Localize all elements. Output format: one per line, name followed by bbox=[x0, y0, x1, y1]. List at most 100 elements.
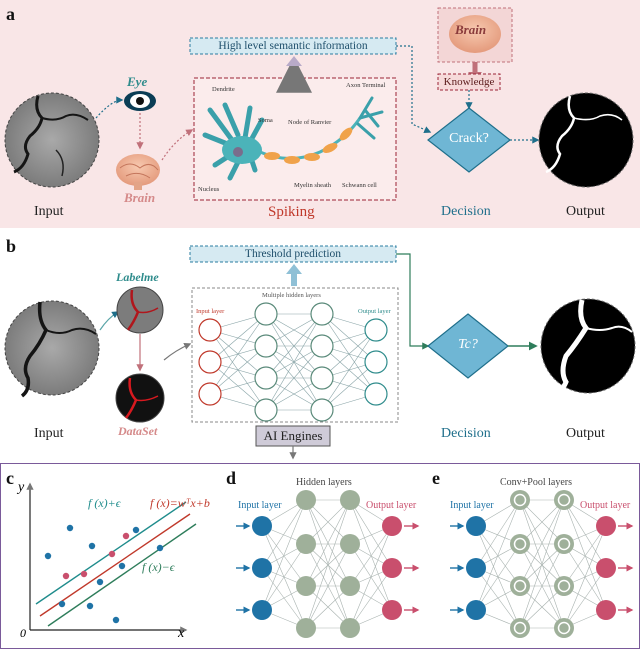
knowledge-text: Knowledge bbox=[443, 76, 495, 88]
scatter-point bbox=[132, 526, 140, 534]
nn-node bbox=[554, 490, 574, 510]
scatter-point bbox=[58, 600, 66, 608]
caption-input-b: Input bbox=[34, 426, 64, 441]
neural-network-e bbox=[450, 490, 634, 638]
neuron-box bbox=[193, 77, 397, 201]
scatter-point bbox=[66, 524, 74, 532]
nn-node bbox=[340, 576, 360, 596]
d-input-layer-label: Input layer bbox=[238, 500, 282, 511]
eye-icon bbox=[124, 91, 156, 111]
nn-node bbox=[364, 382, 388, 406]
panel-a-letter: a bbox=[6, 4, 15, 24]
nn-node bbox=[554, 534, 574, 554]
decision-text-a: Crack? bbox=[449, 131, 489, 146]
nn-output-layer-label: Output layer bbox=[358, 308, 391, 315]
brain-icon bbox=[116, 154, 160, 190]
nn-node bbox=[364, 318, 388, 342]
neural-network-d bbox=[236, 490, 420, 638]
nn-node bbox=[596, 558, 616, 578]
labelme-image bbox=[116, 286, 164, 334]
neuron-schwann-label: Schwann cell bbox=[342, 182, 377, 189]
panel-b-letter: b bbox=[6, 236, 17, 256]
regression-plot bbox=[26, 482, 197, 634]
d-hidden-layers-label: Hidden layers bbox=[296, 477, 352, 488]
scatter-point bbox=[118, 562, 126, 570]
caption-input-a: Input bbox=[34, 204, 64, 219]
nn-node bbox=[252, 516, 272, 536]
nn-node bbox=[310, 366, 334, 390]
knowledge-box bbox=[437, 73, 501, 91]
eye-label: Eye bbox=[127, 74, 148, 89]
nn-node bbox=[340, 618, 360, 638]
panel-c-letter: c bbox=[6, 468, 14, 488]
decision-diamond-a bbox=[427, 107, 511, 173]
nn-node bbox=[466, 558, 486, 578]
nn-node bbox=[596, 600, 616, 620]
semantic-info-box bbox=[189, 37, 397, 55]
brain-top-label: Brain bbox=[455, 22, 487, 37]
d-output-layer-label: Output layer bbox=[366, 500, 417, 511]
nn-box bbox=[191, 287, 399, 423]
brain-label: Brain bbox=[124, 190, 156, 205]
nn-node bbox=[364, 350, 388, 374]
scatter-point bbox=[86, 602, 94, 610]
nn-node bbox=[198, 350, 222, 374]
nn-node bbox=[340, 490, 360, 510]
c-x-axis-label: x bbox=[178, 626, 185, 641]
brain-top-icon bbox=[449, 15, 501, 53]
caption-output-b: Output bbox=[566, 426, 605, 441]
scatter-point bbox=[88, 542, 96, 550]
panel-d-letter: d bbox=[226, 468, 237, 488]
nn-node bbox=[254, 398, 278, 422]
nn-node bbox=[252, 600, 272, 620]
neuron-nucleus-label: Nucleus bbox=[198, 186, 220, 193]
nn-node bbox=[466, 600, 486, 620]
nn-node bbox=[296, 534, 316, 554]
semantic-info-text: High level semantic information bbox=[218, 40, 368, 52]
nn-node bbox=[296, 618, 316, 638]
neuron-axon-terminal-label: Axon Terminal bbox=[346, 82, 386, 89]
ai-engines-text: AI Engines bbox=[263, 428, 323, 443]
c-upper-line-label: f (x)+ϵ bbox=[88, 496, 121, 510]
output-crack-image-a bbox=[538, 92, 634, 188]
nn-node bbox=[198, 318, 222, 342]
nn-node bbox=[296, 490, 316, 510]
scatter-point bbox=[156, 544, 164, 552]
labelme-label: Labelme bbox=[116, 270, 159, 284]
c-lower-line-label: f (x)−ϵ bbox=[142, 560, 175, 574]
nn-node bbox=[510, 534, 530, 554]
e-output-layer-label: Output layer bbox=[580, 500, 631, 511]
e-conv-layers-label: Conv+Pool layers bbox=[500, 477, 573, 488]
caption-decision-a: Decision bbox=[441, 204, 491, 219]
nn-node bbox=[510, 576, 530, 596]
scatter-point bbox=[44, 552, 52, 560]
neuron-node-label: Node of Ranvier bbox=[288, 119, 332, 126]
panel-cde-frame bbox=[0, 463, 640, 649]
nn-node bbox=[310, 302, 334, 326]
dataset-image bbox=[115, 373, 165, 423]
neuron-soma-label: Soma bbox=[258, 117, 273, 124]
scatter-point bbox=[108, 550, 116, 558]
input-crack-image-b bbox=[4, 300, 100, 398]
nn-node bbox=[510, 618, 530, 638]
scatter-point bbox=[80, 570, 88, 578]
nn-node bbox=[198, 382, 222, 406]
c-origin-label: 0 bbox=[20, 626, 26, 640]
nn-node bbox=[254, 366, 278, 390]
decision-text-b: Tc? bbox=[458, 337, 478, 352]
nn-node bbox=[254, 302, 278, 326]
output-crack-image-b bbox=[540, 298, 636, 399]
scatter-point bbox=[112, 616, 120, 624]
scatter-point bbox=[62, 572, 70, 580]
c-y-axis-label: y bbox=[18, 480, 25, 495]
threshold-box bbox=[189, 245, 397, 263]
neuron-myelin-label: Myelin sheath bbox=[294, 182, 332, 189]
e-input-layer-label: Input layer bbox=[450, 500, 494, 511]
threshold-text: Threshold prediction bbox=[244, 248, 342, 260]
nn-node bbox=[254, 334, 278, 358]
nn-node bbox=[310, 398, 334, 422]
input-crack-image-a bbox=[4, 92, 100, 188]
nn-node bbox=[252, 558, 272, 578]
nn-node bbox=[382, 516, 402, 536]
